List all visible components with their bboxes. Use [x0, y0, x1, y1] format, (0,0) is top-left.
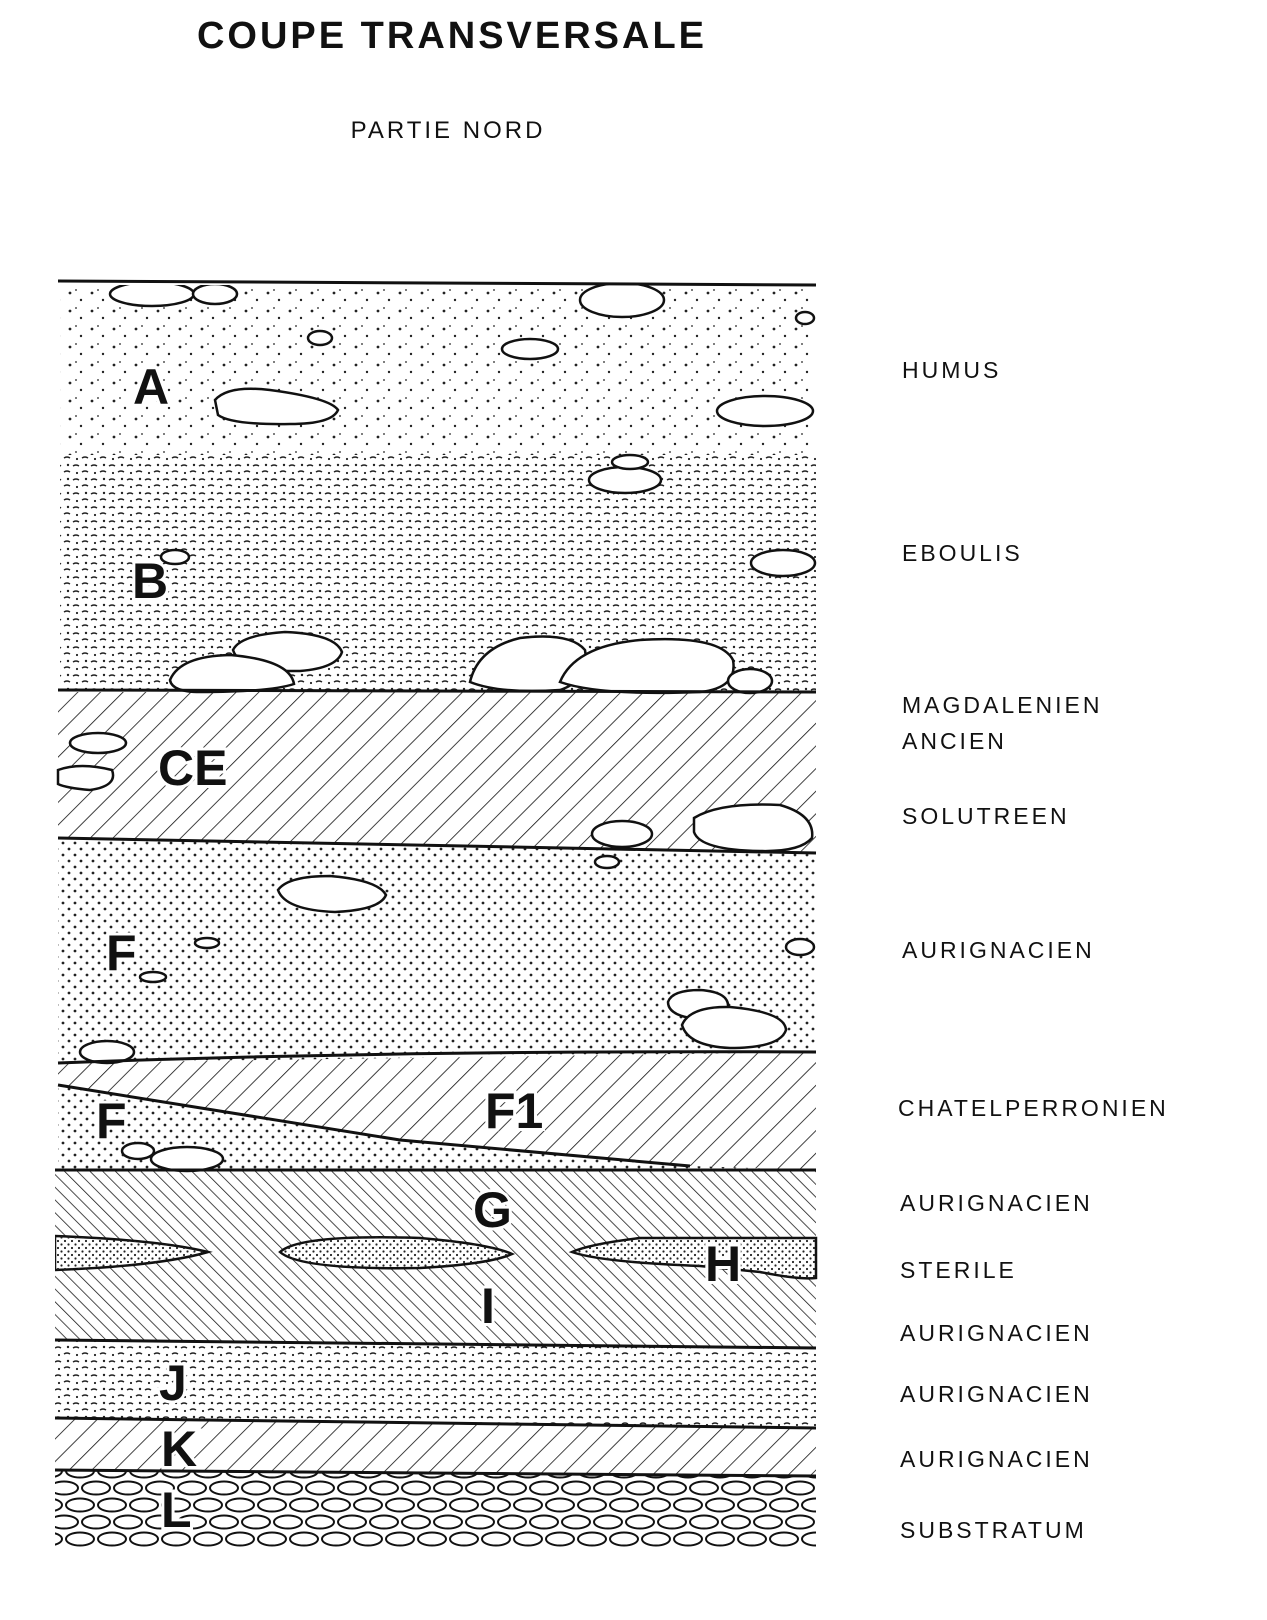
layer-b-fill [60, 455, 816, 692]
letter-b: B [132, 553, 168, 609]
layer-h-lens-left-dots [55, 1236, 208, 1270]
label-humus: HUMUS [902, 357, 1001, 383]
layer-f-lower-fill [58, 1085, 816, 1170]
letter-ce: CE [158, 740, 227, 796]
layer-a-fill [60, 285, 816, 455]
letter-i: I [481, 1278, 495, 1334]
letter-f-lower: F [96, 1093, 127, 1149]
letter-j: J [159, 1355, 187, 1411]
label-chatelperronien: CHATELPERRONIEN [898, 1095, 1169, 1121]
label-ancien: ANCIEN [902, 728, 1007, 754]
label-aurignacien-f: AURIGNACIEN [902, 937, 1095, 963]
letter-l: L [161, 1482, 192, 1538]
letter-h: H [705, 1236, 741, 1292]
letter-f1: F1 [485, 1083, 543, 1139]
label-sterile: STERILE [900, 1257, 1017, 1283]
label-aurignacien-g: AURIGNACIEN [900, 1190, 1093, 1216]
label-magdalenien: MAGDALENIEN [902, 692, 1102, 718]
label-aurignacien-k: AURIGNACIEN [900, 1446, 1093, 1472]
layer-j-fill [55, 1340, 816, 1428]
layer-letters: A B CE F F F1 G H I J K L [93, 356, 744, 1541]
diagram-subtitle: PARTIE NORD [351, 117, 546, 144]
letter-a: A [133, 359, 169, 415]
diagram-title: COUPE TRANSVERSALE [197, 15, 707, 57]
section-column [55, 285, 818, 1547]
layer-f1-fill [58, 1052, 816, 1170]
label-aurignacien-j: AURIGNACIEN [900, 1381, 1093, 1407]
layer-l-fill [55, 1470, 816, 1547]
label-substratum: SUBSTRATUM [900, 1517, 1087, 1543]
label-solutreen: SOLUTREEN [902, 803, 1070, 829]
layer-f-fill [58, 838, 816, 1063]
layer-k-fill [55, 1418, 816, 1476]
layer-boundaries [54, 279, 817, 1478]
layer-h-lens-right-dots [572, 1238, 816, 1279]
label-eboulis: EBOULIS [902, 540, 1023, 566]
layer-labels: HUMUS EBOULIS MAGDALENIEN ANCIEN SOLUTRE… [898, 357, 1169, 1543]
letter-g: G [473, 1182, 512, 1238]
layer-ce-fill [58, 692, 816, 853]
layer-h-lens-middle-dots [280, 1237, 512, 1269]
letter-k: K [161, 1421, 197, 1477]
label-aurignacien-i: AURIGNACIEN [900, 1320, 1093, 1346]
stones [56, 285, 817, 1173]
letter-f: F [106, 925, 137, 981]
